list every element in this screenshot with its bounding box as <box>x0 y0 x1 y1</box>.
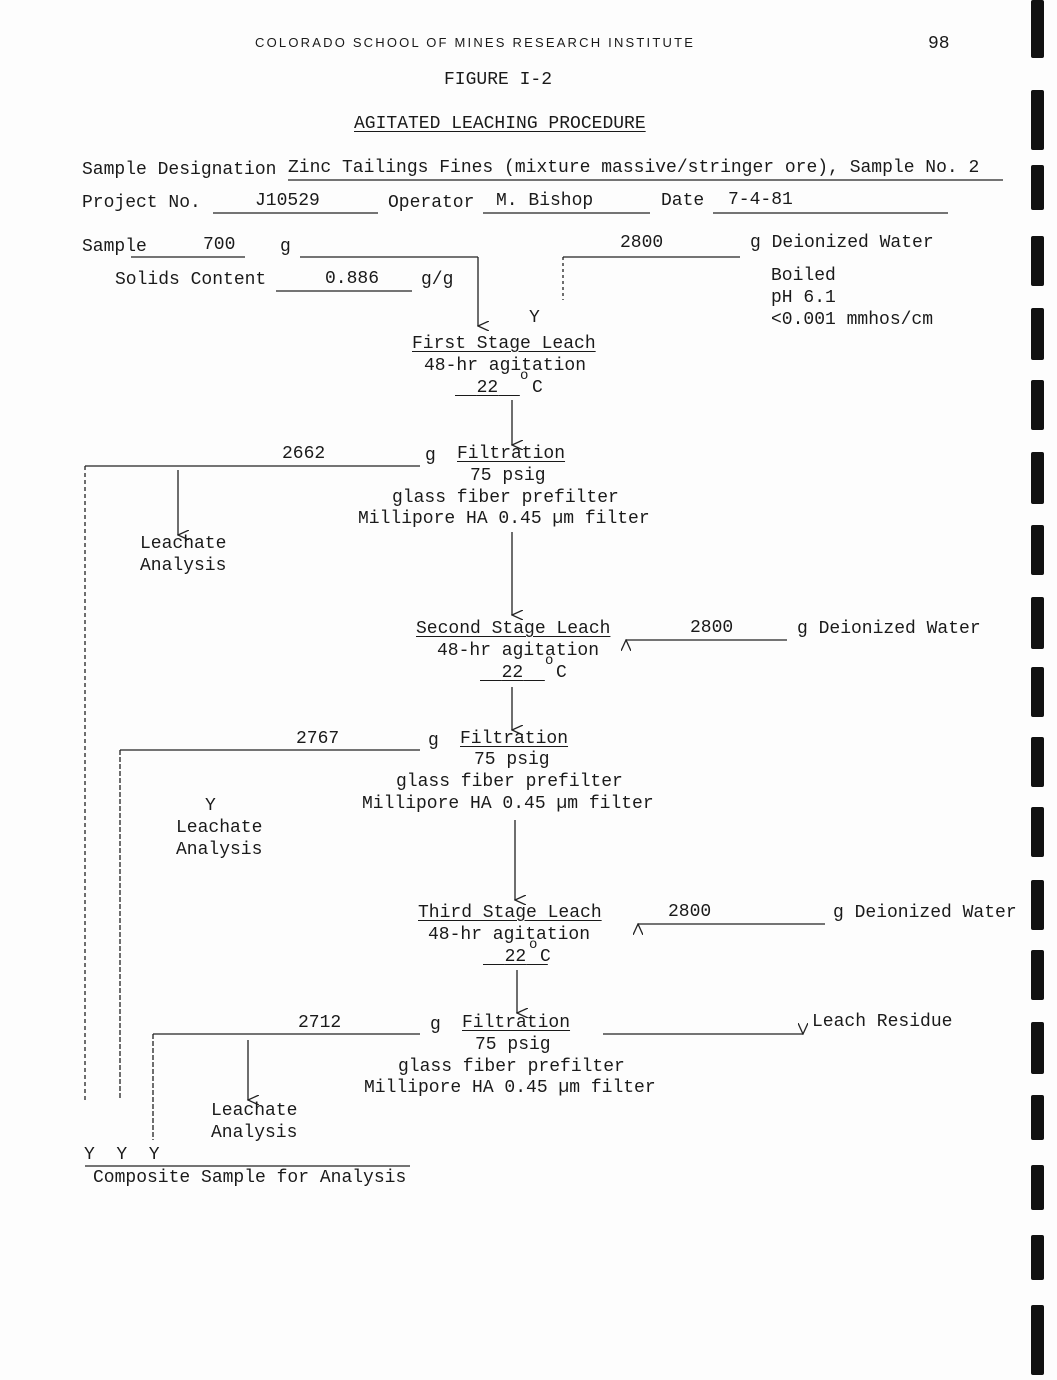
margin-bar <box>1031 667 1044 717</box>
solids-label: Solids Content <box>115 270 267 290</box>
operator-label: Operator <box>388 193 475 213</box>
arrow-head-icon: Y <box>205 796 216 816</box>
stage-1-pressure: 75 psig <box>470 466 546 486</box>
margin-bar <box>1031 807 1044 857</box>
sample-designation-value: Zinc Tailings Fines (mixture massive/str… <box>288 158 980 178</box>
margin-bar <box>1031 737 1044 787</box>
date-label: Date <box>661 191 705 211</box>
sample-value: 700 <box>203 235 236 255</box>
solids-unit: g/g <box>421 270 454 290</box>
stage-1-prefilter: glass fiber prefilter <box>392 488 619 508</box>
margin-bar <box>1031 525 1044 575</box>
stage-1-temp: 22 <box>476 378 499 398</box>
stage-2-temp-unit: C <box>556 663 567 683</box>
stage-1-filtration: Filtration <box>457 444 566 464</box>
water-prop: <0.001 mmhos/cm <box>771 310 934 330</box>
project-value: J10529 <box>255 191 320 211</box>
water-prop: pH 6.1 <box>771 288 836 308</box>
figure-label: FIGURE I-2 <box>444 70 553 90</box>
margin-bar <box>1031 1095 1044 1140</box>
margin-bar <box>1031 950 1044 1000</box>
stage-3-temp: 22 <box>504 947 527 967</box>
operator-value: M. Bishop <box>496 191 594 211</box>
stage-3-pressure: 75 psig <box>475 1035 551 1055</box>
margin-bar <box>1031 308 1044 360</box>
margin-bar <box>1031 452 1044 504</box>
degree-sign: o <box>529 937 538 953</box>
margin-bar <box>1031 1235 1044 1280</box>
stage-2-water-value: 2800 <box>690 618 734 638</box>
stage-2-prefilter: glass fiber prefilter <box>396 772 623 792</box>
stage-3-leachate: Leachate <box>211 1101 298 1121</box>
stage-2-filtration: Filtration <box>460 729 569 749</box>
stage-3-prefilter: glass fiber prefilter <box>398 1057 625 1077</box>
margin-bar <box>1031 880 1044 930</box>
stage-1-name: First Stage Leach <box>412 334 596 354</box>
stage-2-filtrate-value: 2767 <box>296 729 340 749</box>
stage-3-name: Third Stage Leach <box>418 903 602 923</box>
water-value: 2800 <box>620 233 664 253</box>
stage-3-temp-unit: C <box>540 947 551 967</box>
stage-2-water-label: g Deionized Water <box>797 619 981 639</box>
stage-2-filter: Millipore HA 0.45 µm filter <box>362 794 654 814</box>
sample-designation-label: Sample Designation <box>82 160 277 180</box>
stage-2-name: Second Stage Leach <box>416 619 611 639</box>
stage-2-leachate: Leachate <box>176 818 263 838</box>
stage-3-leachate: Analysis <box>211 1123 298 1143</box>
page-number: 98 <box>928 34 950 54</box>
stage-1-filtrate-value: 2662 <box>282 444 326 464</box>
stage-3-filtrate-value: 2712 <box>298 1013 342 1033</box>
composite-sample: Composite Sample for Analysis <box>93 1168 407 1188</box>
margin-bar <box>1031 1022 1044 1074</box>
stage-1-filtrate-unit: g <box>425 446 436 466</box>
solids-value: 0.886 <box>325 269 380 289</box>
institute-header: COLORADO SCHOOL OF MINES RESEARCH INSTIT… <box>255 35 696 50</box>
margin-bar <box>1031 165 1044 210</box>
arrow-heads-icon: Y Y Y <box>84 1145 160 1165</box>
margin-bar <box>1031 1305 1044 1375</box>
project-label: Project No. <box>82 193 201 213</box>
stage-3-water-label: g Deionized Water <box>833 903 1017 923</box>
stage-2-pressure: 75 psig <box>474 750 550 770</box>
margin-bar <box>1031 1165 1044 1210</box>
stage-2-leachate: Analysis <box>176 840 263 860</box>
stage-3-agitation: 48-hr agitation <box>428 925 591 945</box>
margin-bar <box>1031 236 1044 286</box>
stage-3-filtrate-unit: g <box>430 1015 441 1035</box>
margin-bar <box>1031 0 1044 58</box>
page-title: AGITATED LEACHING PROCEDURE <box>354 114 646 134</box>
water-label: g Deionized Water <box>750 233 934 253</box>
stage-2-agitation: 48-hr agitation <box>437 641 600 661</box>
stage-1-leachate: Leachate <box>140 534 227 554</box>
margin-bar <box>1031 597 1044 649</box>
margin-bar <box>1031 380 1044 430</box>
date-value: 7-4-81 <box>728 190 793 210</box>
sample-label: Sample <box>82 237 147 257</box>
stage-1-leachate: Analysis <box>140 556 227 576</box>
degree-sign: o <box>545 653 554 669</box>
leach-residue: Leach Residue <box>812 1012 953 1032</box>
margin-bar <box>1031 90 1044 150</box>
stage-1-filter: Millipore HA 0.45 µm filter <box>358 509 650 529</box>
water-prop: Boiled <box>771 266 836 286</box>
stage-1-temp-unit: C <box>532 378 543 398</box>
stage-3-water-value: 2800 <box>668 902 712 922</box>
stage-1-agitation: 48-hr agitation <box>424 356 587 376</box>
arrow-head-icon: Y <box>529 308 540 328</box>
degree-sign: o <box>520 368 529 384</box>
stage-2-filtrate-unit: g <box>428 731 439 751</box>
stage-2-temp: 22 <box>501 663 524 683</box>
sample-unit: g <box>280 237 291 257</box>
stage-3-filter: Millipore HA 0.45 µm filter <box>364 1078 656 1098</box>
stage-3-filtration: Filtration <box>462 1013 571 1033</box>
